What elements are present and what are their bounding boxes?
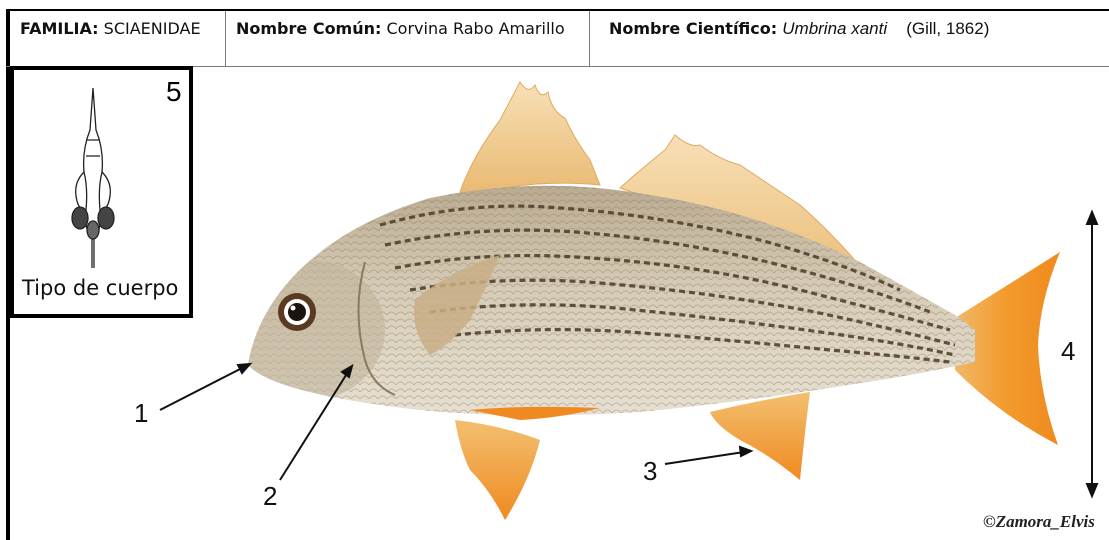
callout-4-body-depth: 4 [1061, 336, 1075, 367]
spiny-dorsal-fin [458, 82, 600, 198]
anal-fin [710, 392, 810, 480]
callout-3-anal-fin: 3 [643, 456, 657, 487]
callout-1-mouth: 1 [134, 398, 148, 429]
callout-2-preopercle: 2 [263, 481, 277, 512]
photo-credit: ©Zamora_Elvis [983, 512, 1095, 532]
ventral-fin [455, 420, 540, 520]
